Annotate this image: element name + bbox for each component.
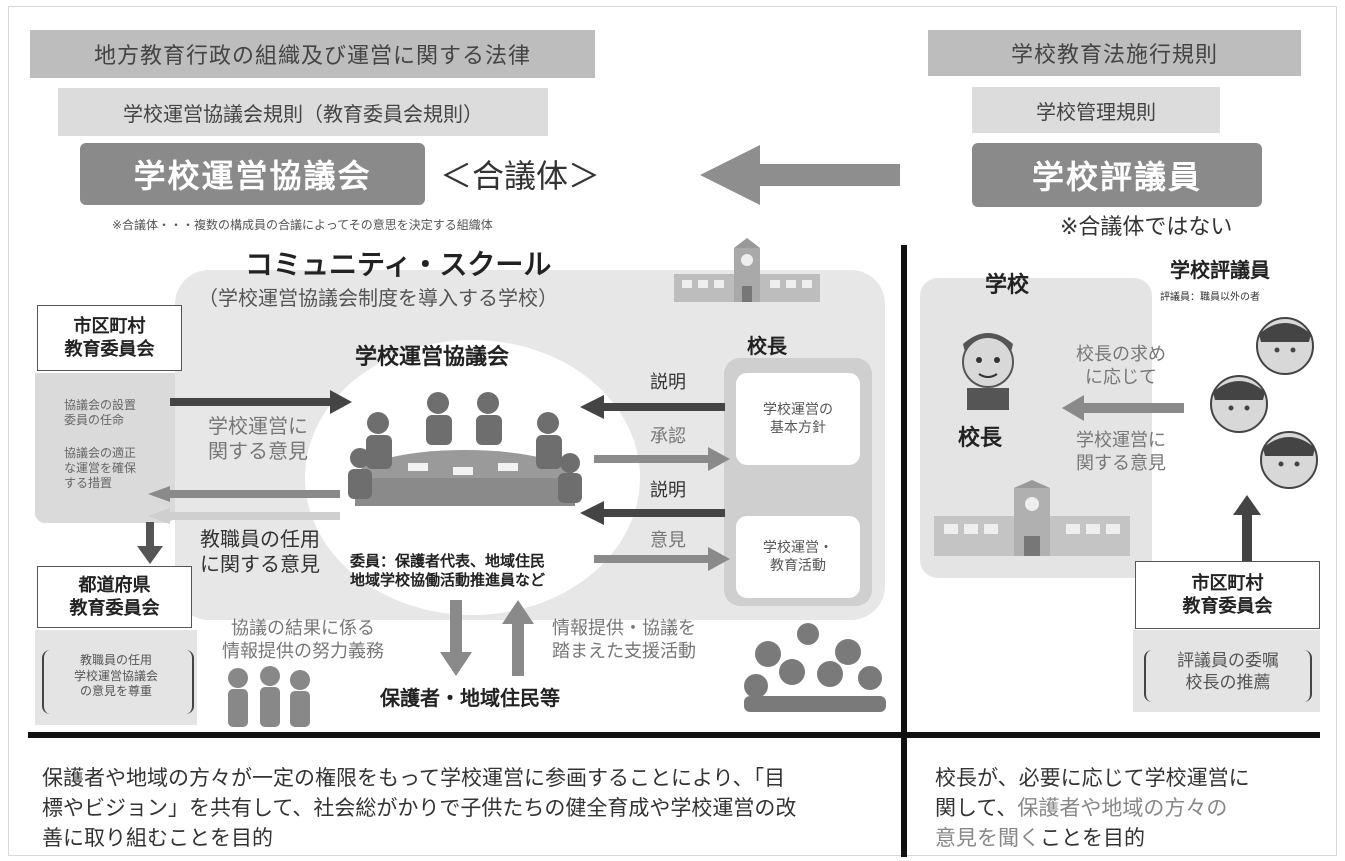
council-footnote: ※合議体・・・複数の構成員の合議によってその意思を決定する組織体 xyxy=(112,218,493,232)
opinion-label: 意見 xyxy=(650,530,686,551)
school-activities-label: 学校運営・ 教育活動 xyxy=(763,539,833,574)
guardian-exchange-arrows xyxy=(440,600,534,676)
council-type: ＜合議体＞ xyxy=(440,157,601,195)
footer-right-line2a: 関して、 xyxy=(935,795,1018,820)
council-rules-box: 学校運営協議会規則（教育委員会規則） xyxy=(58,88,548,136)
footer-right-line1: 校長が、必要に応じて学校運営に xyxy=(935,766,1250,790)
side-principal-label: 校長 xyxy=(958,426,1003,451)
principal-label: 校長 xyxy=(747,334,787,358)
side-councillor-label: 学校評議員 xyxy=(1170,258,1270,282)
guardians-label: 保護者・地域住民等 xyxy=(380,686,560,710)
council-rules: 学校運営協議会規則（教育委員会規則） xyxy=(123,101,483,126)
explain-label-1: 説明 xyxy=(650,372,686,393)
left-side-arrows xyxy=(148,390,352,524)
footer-left-text: 保護者や地域の方々が一定の権限をもって学校運営に参画することにより、「目 標やビ… xyxy=(42,766,797,850)
council-name: 学校運営協議会 xyxy=(133,157,372,195)
board-to-councillor-arrow xyxy=(1233,495,1261,561)
councillor-name: 学校評議員 xyxy=(1031,158,1202,196)
councillor-name-box: 学校評議員 xyxy=(972,143,1262,207)
pref-board-note: 教職員の任用 学校運営協議会 の意見を尊重 xyxy=(73,653,158,699)
footer-right-line3b: ことを目的 xyxy=(1040,825,1145,850)
basic-policy-label: 学校運営の 基本方針 xyxy=(763,401,833,436)
councillors-faces-icon xyxy=(1210,317,1318,489)
down-arrow-to-pref-board xyxy=(137,522,163,564)
pref-note-area xyxy=(35,630,197,725)
principal-request: 校長の求め に応じて xyxy=(1076,344,1166,388)
school-building-icon-2 xyxy=(934,480,1130,556)
school-law-rules-box: 学校教育法施行規則 xyxy=(928,30,1301,76)
council-label: 学校運営協議会 xyxy=(355,345,510,370)
council-members: 委員：保護者代表、地域住民 地域学校協働活動推進員など xyxy=(350,552,546,589)
info-duty: 協議の結果に係る 情報提供の努力義務 xyxy=(222,618,384,662)
support-activities: 情報提供・協議を 踏まえた支援活動 xyxy=(552,618,696,662)
meeting-table-icon xyxy=(348,392,582,506)
council-principal-arrows xyxy=(580,395,730,571)
approve-label: 承認 xyxy=(650,426,686,447)
opinion-school-operations: 学校運営に 関する意見 xyxy=(208,414,308,463)
side-board-label: 市区町村 教育委員会 xyxy=(1182,572,1273,617)
board-note-measures: 協議会の適正 な運営を確保 する措置 xyxy=(64,446,137,490)
community-school-subtitle: （学校運営協議会制度を導入する学校） xyxy=(198,286,558,310)
big-left-arrow xyxy=(700,145,900,205)
horizontal-divider xyxy=(28,732,1320,738)
side-councillor-sub: 評議員：職員以外の者 xyxy=(1160,292,1260,303)
diagram-frame xyxy=(8,6,1337,856)
municipal-board-label: 市区町村 教育委員会 xyxy=(64,315,155,360)
municipal-board-box: 市区町村 教育委員会 xyxy=(37,305,182,371)
footer-right-line3a: 意見を聞く xyxy=(935,825,1040,850)
councillor-opinion: 学校運営に 関する意見 xyxy=(1076,430,1166,474)
school-label: 学校 xyxy=(985,273,1030,298)
board-notes-area xyxy=(35,373,175,523)
explain-label-2: 説明 xyxy=(650,480,686,501)
principal-face-icon xyxy=(962,333,1014,410)
community-school-title: コミュニティ・スクール xyxy=(245,248,552,281)
vertical-divider xyxy=(901,245,907,857)
councillor-to-principal-arrow xyxy=(1062,395,1184,421)
footer-right-text: 校長が、必要に応じて学校運営に 関して、保護者や地域の方々の 意見を聞くことを目… xyxy=(935,764,1250,853)
side-board-note: 評議員の委嘱 校長の推薦 xyxy=(1177,651,1279,694)
board-note-appointment: 協議会の設置 委員の任命 xyxy=(64,398,137,427)
school-building-icon xyxy=(674,238,820,302)
councillor-note: ※合議体ではない xyxy=(1060,215,1233,240)
footer-right-line2b: 保護者や地域の方々の xyxy=(1017,795,1228,820)
pref-note-bracket xyxy=(42,650,194,714)
side-board-box: 市区町村 教育委員会 xyxy=(1135,561,1320,629)
law-title: 地方教育行政の組織及び運営に関する法律 xyxy=(93,44,531,69)
side-board-note-bracket xyxy=(1144,650,1312,702)
school-law-rules: 学校教育法施行規則 xyxy=(1010,43,1218,68)
pref-board-box: 都道府県 教育委員会 xyxy=(37,566,192,628)
basic-policy-box: 学校運営の 基本方針 xyxy=(735,372,861,466)
opinion-staff-appointment: 教職員の任用 に関する意見 xyxy=(200,527,320,576)
law-title-box: 地方教育行政の組織及び運営に関する法律 xyxy=(30,30,595,78)
community-people-icon xyxy=(744,623,886,712)
pref-board-label: 都道府県 教育委員会 xyxy=(69,574,160,619)
council-name-box: 学校運営協議会 xyxy=(80,143,425,205)
school-activities-box: 学校運営・ 教育活動 xyxy=(735,515,861,599)
school-mgmt-rules: 学校管理規則 xyxy=(1036,99,1156,124)
people-group-icon xyxy=(228,666,310,727)
side-board-note-area xyxy=(1133,630,1320,712)
school-mgmt-rules-box: 学校管理規則 xyxy=(972,87,1220,133)
